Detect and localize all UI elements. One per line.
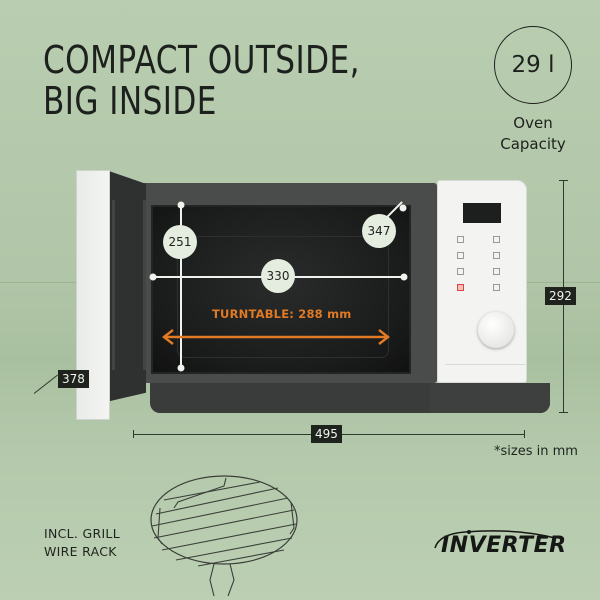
capacity-label-line-2: Capacity — [500, 135, 566, 153]
capacity-label-line-1: Oven — [513, 114, 553, 132]
control-button — [488, 268, 504, 276]
capacity-value: 29 l — [511, 52, 555, 78]
interior-depth-value: 347 — [367, 224, 391, 238]
headline-line-2: BIG INSIDE — [43, 79, 217, 123]
accessory-label-line-1: INCL. GRILL — [44, 526, 120, 541]
headline-line-1: COMPACT OUTSIDE, — [43, 38, 360, 82]
start-button — [488, 284, 504, 292]
units-note: *sizes in mm — [494, 444, 578, 459]
measure-dot — [177, 364, 185, 372]
capacity-label: Oven Capacity — [490, 113, 576, 155]
headline: COMPACT OUTSIDE, BIG INSIDE — [43, 40, 360, 122]
accessory-label-line-2: WIRE RACK — [44, 544, 117, 559]
exterior-width-tag: 495 — [311, 425, 342, 443]
height-measure-line — [180, 205, 182, 369]
interior-width-bubble: 330 — [261, 259, 295, 293]
control-button — [488, 252, 504, 260]
dimension-tick — [133, 430, 134, 438]
interior-height-value: 251 — [168, 235, 192, 249]
exterior-height-tag: 292 — [545, 287, 576, 305]
door-grille — [112, 200, 146, 370]
inverter-logo-text: INVERTER — [441, 533, 567, 558]
dimension-tick — [559, 180, 568, 181]
measure-dot — [400, 273, 408, 281]
microwave-base-right — [430, 383, 550, 413]
measure-dot — [399, 204, 407, 212]
capacity-badge: 29 l — [494, 26, 572, 104]
interior-height-bubble: 251 — [163, 225, 197, 259]
control-button — [452, 268, 468, 276]
control-knob — [478, 312, 514, 348]
depth-dimension-line — [33, 374, 58, 394]
wire-rack-icon — [150, 475, 298, 597]
inverter-swoosh-icon — [434, 530, 556, 549]
control-button — [452, 236, 468, 244]
interior-width-value: 330 — [266, 269, 290, 283]
accessory-label: INCL. GRILL WIRE RACK — [44, 525, 120, 561]
control-button — [488, 236, 504, 244]
control-button — [452, 252, 468, 260]
interior-depth-bubble: 347 — [362, 214, 396, 248]
dimension-tick — [524, 430, 525, 438]
dimension-tick — [559, 412, 568, 413]
stop-button — [452, 284, 468, 292]
cavity-floor-outline — [177, 236, 389, 358]
turntable-label: TURNTABLE: 288 mm — [212, 307, 352, 321]
measure-dot — [149, 273, 157, 281]
turntable-arrow-icon — [161, 329, 391, 345]
measure-dot — [177, 201, 185, 209]
exterior-depth-tag: 378 — [58, 370, 89, 388]
door-release-strip — [445, 364, 525, 385]
control-display — [463, 203, 501, 223]
